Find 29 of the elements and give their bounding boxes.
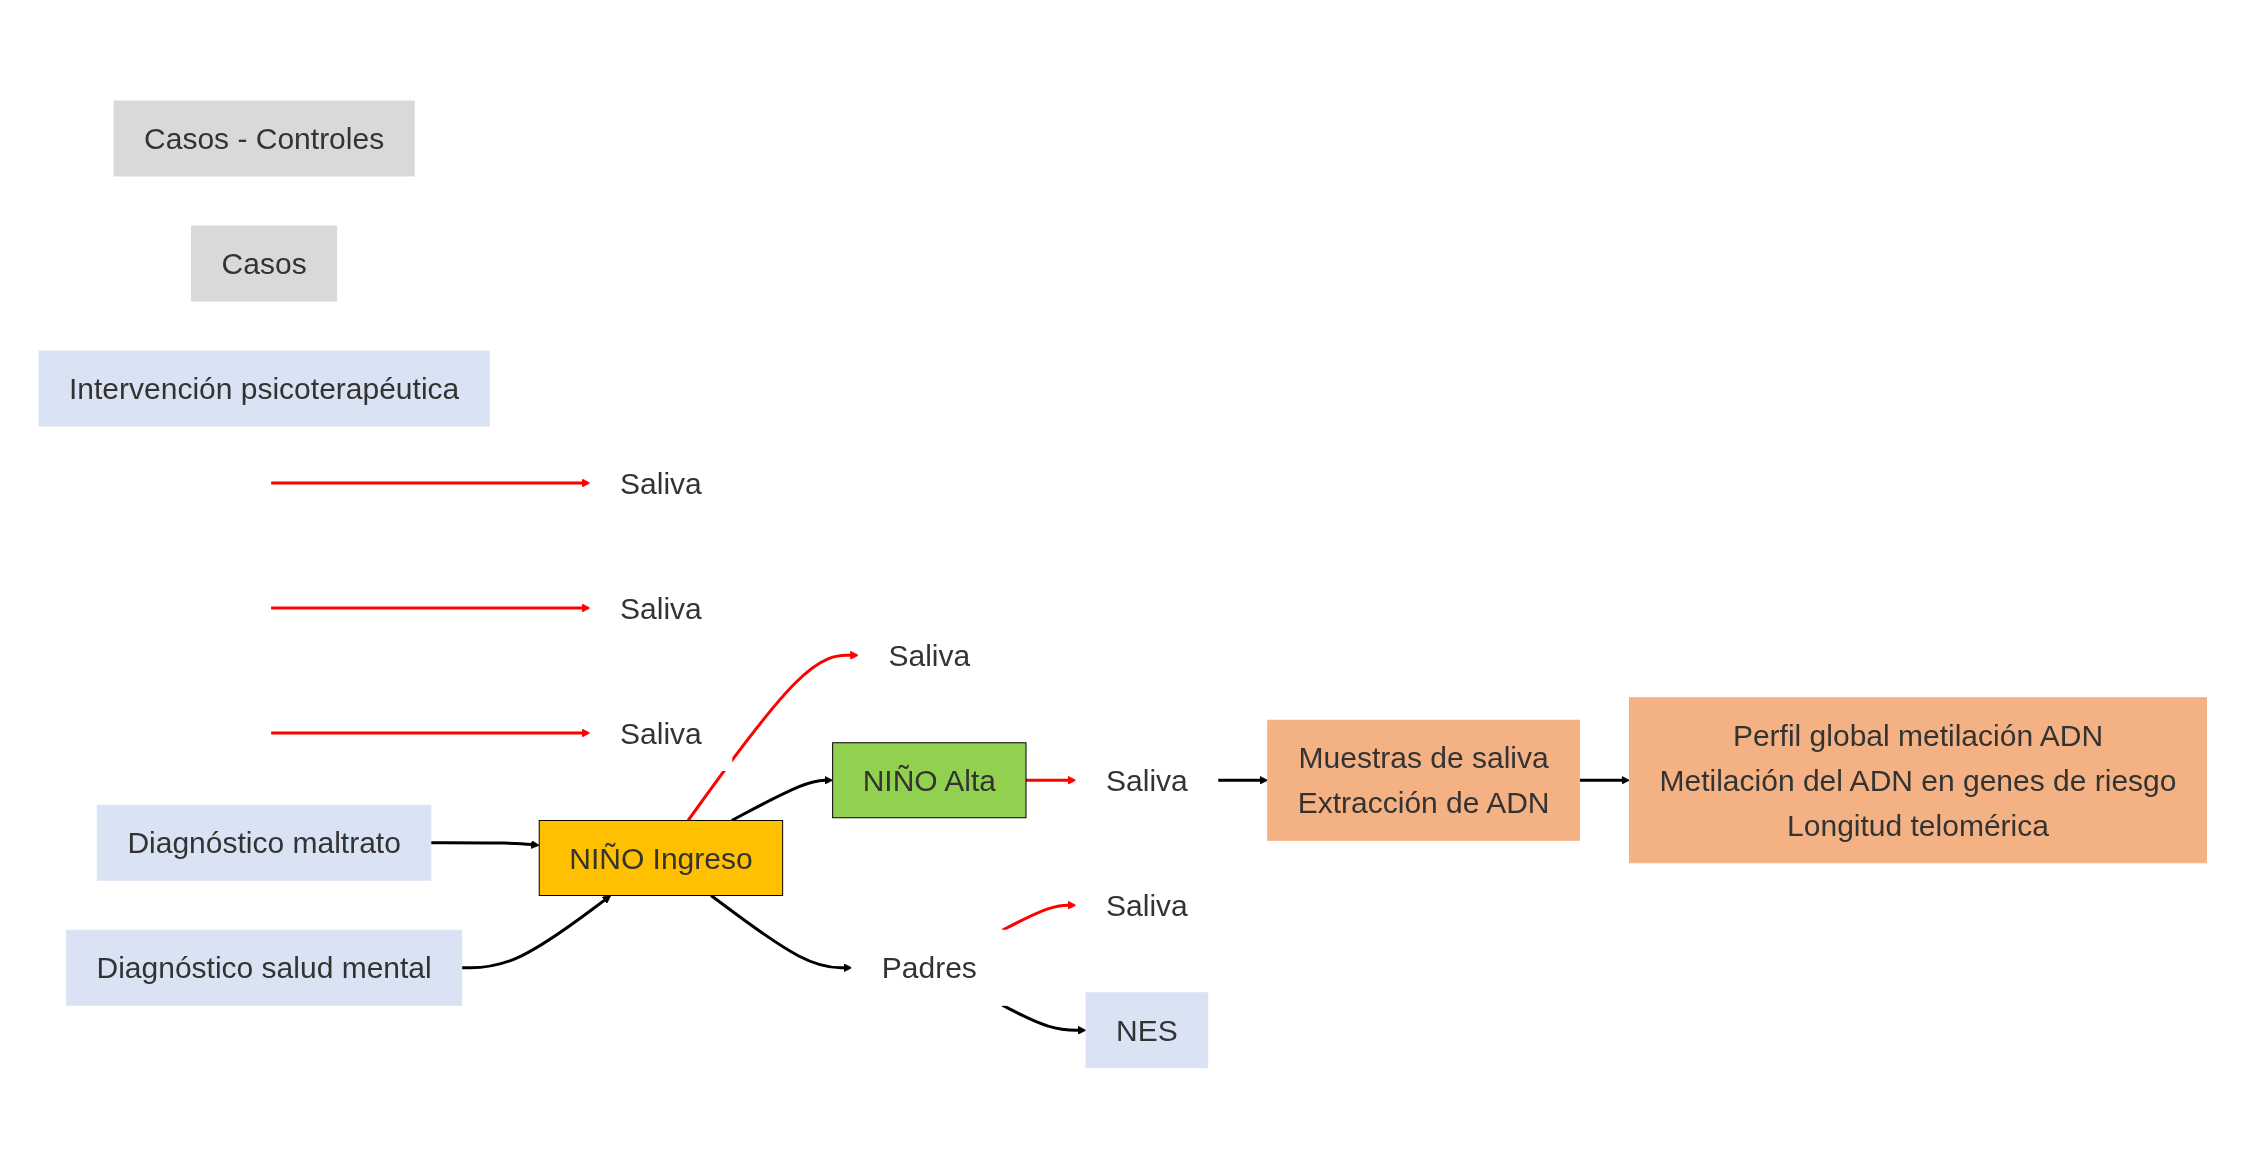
node-box: Casos - Controles (113, 100, 415, 177)
node-text: Saliva (888, 638, 971, 672)
arrow (1001, 900, 1077, 932)
arrow (1218, 775, 1269, 785)
arrow (271, 603, 591, 613)
node-box: Muestras de saliva Extracción de ADN (1267, 719, 1581, 841)
node-box: Intervención psicoterapéutica (38, 350, 490, 427)
node-box: Diagnóstico salud mental (66, 929, 463, 1006)
node-box: Casos (191, 225, 338, 302)
arrow (431, 839, 540, 849)
node-box: NIÑO Ingreso (539, 819, 784, 896)
arrow (1026, 775, 1077, 785)
arrow (731, 775, 834, 822)
arrow (1001, 1003, 1087, 1035)
arrow (271, 478, 591, 488)
node-text: Saliva (1106, 888, 1188, 922)
arrow (461, 894, 612, 969)
arrow (1579, 775, 1631, 785)
node-box: Diagnóstico maltrato (97, 804, 432, 881)
node-box: NIÑO Alta (832, 741, 1027, 818)
node-text: Saliva (620, 466, 703, 500)
arrow (687, 650, 860, 821)
arrow (271, 728, 591, 738)
node-text: Saliva (1106, 763, 1188, 797)
node-text: Saliva (620, 591, 703, 625)
node-box: NES (1085, 991, 1209, 1068)
node-box: Perfil global metilación ADN Metilación del ADN en genes de riesgo Longitud telomérica (1629, 696, 2208, 863)
node-text: Padres (882, 950, 978, 984)
node-text: Saliva (620, 716, 703, 750)
